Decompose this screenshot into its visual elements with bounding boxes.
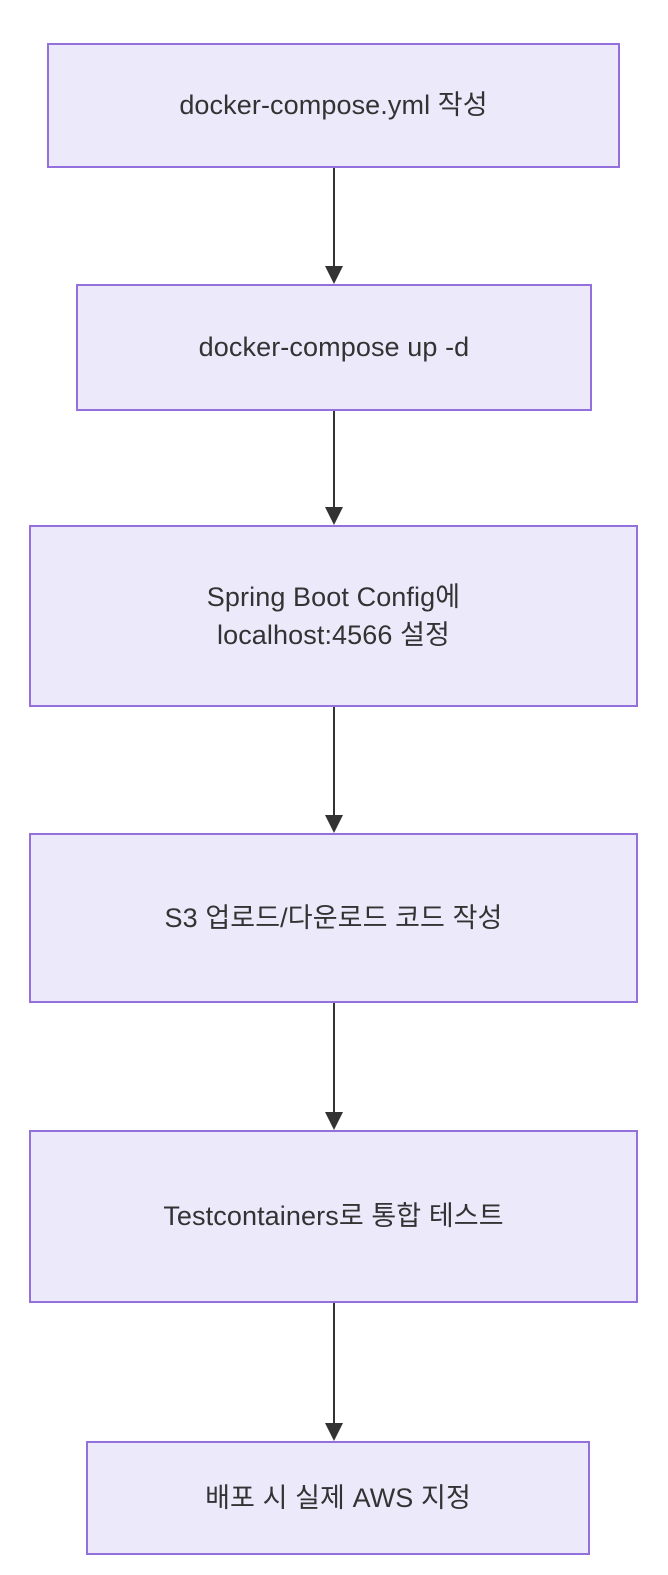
flowchart-node-spring-boot-config[interactable]: Spring Boot Config에 localhost:4566 설정	[29, 525, 638, 707]
node-label: Spring Boot Config에 localhost:4566 설정	[206, 581, 461, 650]
flowchart-node-docker-compose-yml[interactable]: docker-compose.yml 작성	[47, 43, 620, 168]
flowchart-node-s3-upload-download[interactable]: S3 업로드/다운로드 코드 작성	[29, 833, 638, 1003]
node-label: docker-compose.yml 작성	[179, 90, 488, 121]
node-label: docker-compose up -d	[198, 332, 470, 363]
flowchart-node-docker-compose-up[interactable]: docker-compose up -d	[76, 284, 592, 411]
node-label: S3 업로드/다운로드 코드 작성	[164, 902, 503, 933]
node-label: Testcontainers로 통합 테스트	[163, 1201, 504, 1232]
flowchart-node-deploy-aws[interactable]: 배포 시 실제 AWS 지정	[86, 1441, 590, 1555]
node-label: 배포 시 실제 AWS 지정	[205, 1482, 471, 1513]
flowchart-node-testcontainers[interactable]: Testcontainers로 통합 테스트	[29, 1130, 638, 1303]
